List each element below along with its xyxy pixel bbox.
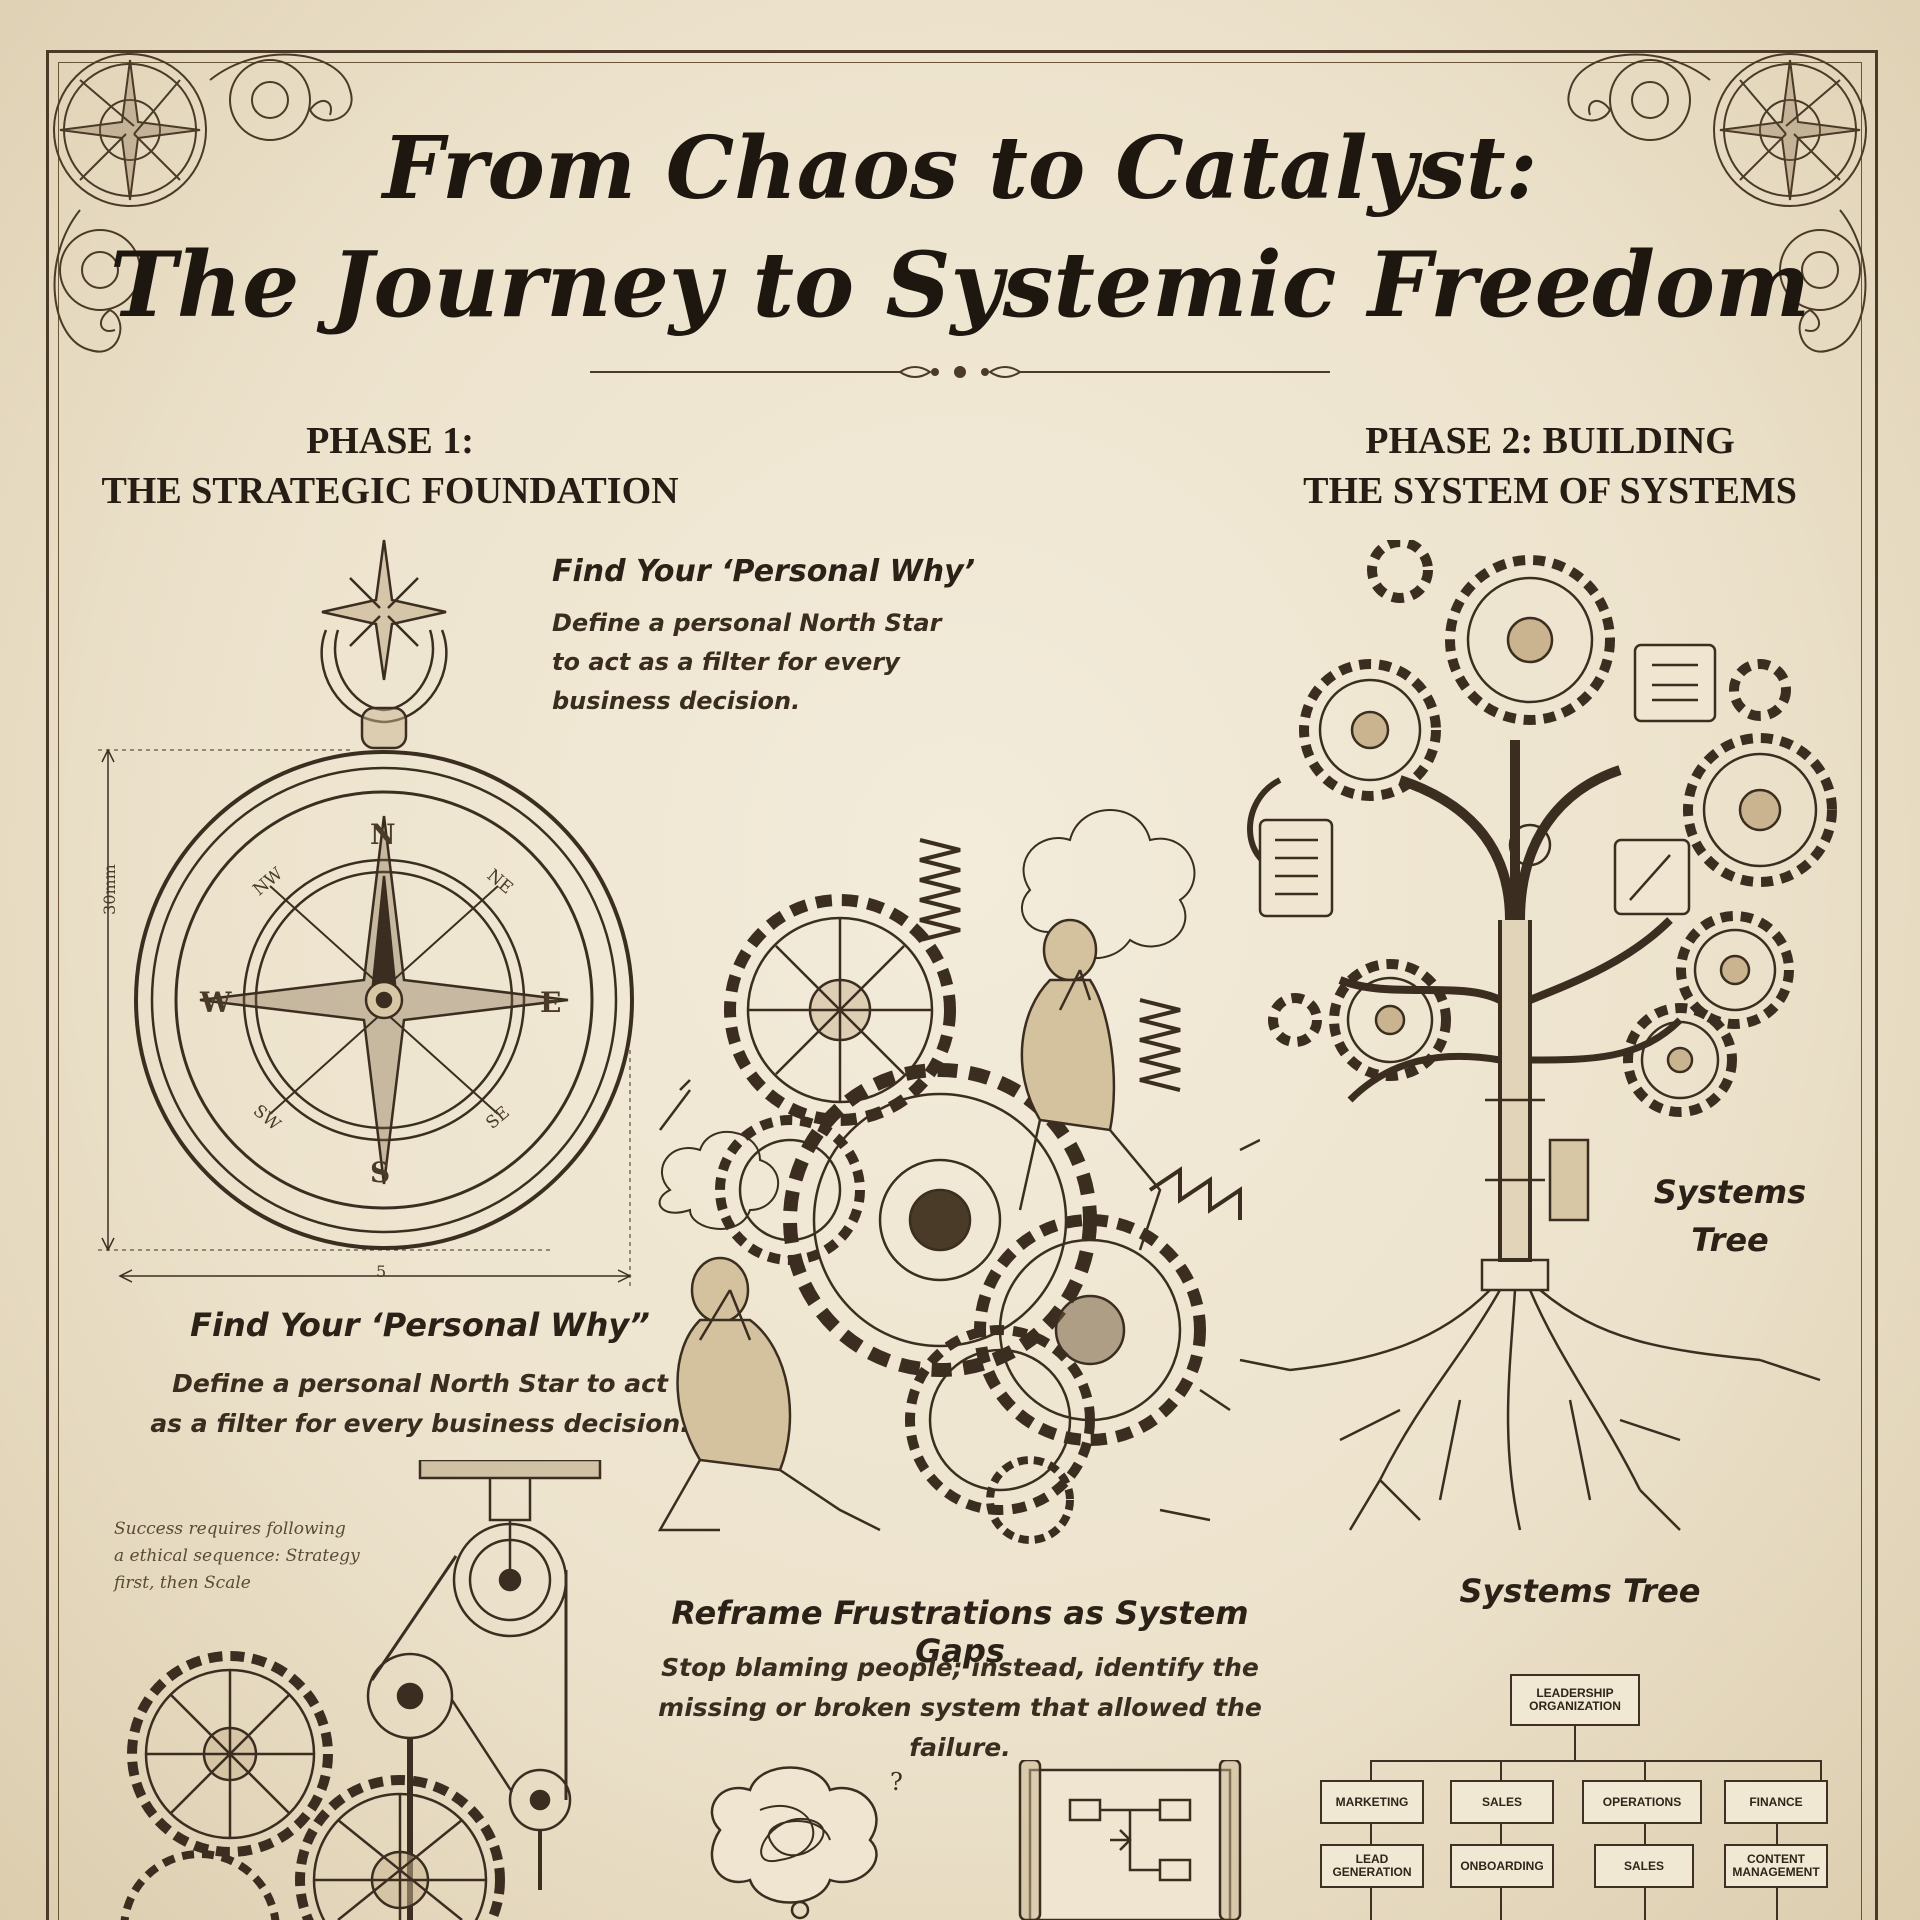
org-chart-connector bbox=[1820, 1760, 1822, 1780]
page-title-line2: The Journey to Systemic Freedom bbox=[109, 232, 1811, 338]
reframe-body: Stop blaming people; instead, identify t… bbox=[630, 1648, 1290, 1768]
compass-west-label: W bbox=[200, 986, 232, 1019]
compass-south-label: S bbox=[370, 1156, 391, 1189]
org-chart: LEADERSHIP ORGANIZATION MARKETING SALES … bbox=[1320, 1660, 1840, 1920]
org-chart-connector bbox=[1500, 1888, 1502, 1920]
org-chart-connector bbox=[1644, 1824, 1646, 1844]
inner-frame bbox=[58, 62, 1862, 1920]
svg-text:?: ? bbox=[890, 1768, 903, 1796]
why-top-line: Define a personal North Star bbox=[552, 609, 942, 637]
systems-tree-label-line2: Tree bbox=[1691, 1221, 1769, 1259]
org-chart-connector bbox=[1500, 1824, 1502, 1844]
org-chart-connector bbox=[1644, 1760, 1646, 1780]
phase2-heading-line2: THE SYSTEM OF SYSTEMS bbox=[1303, 470, 1797, 512]
why-top-line: business decision. bbox=[552, 687, 801, 715]
handwritten-note: Success requires following a ethical seq… bbox=[114, 1516, 394, 1597]
handwritten-note-line: a ethical sequence: Strategy bbox=[114, 1546, 360, 1566]
compass-dimension-side: 30mm bbox=[99, 864, 119, 915]
why-bottom-line: Define a personal North Star to act bbox=[172, 1369, 668, 1398]
why-top-body: Define a personal North Star to act as a… bbox=[552, 604, 952, 721]
org-chart-subteam: ONBOARDING bbox=[1450, 1844, 1554, 1888]
phase2-heading-line1: PHASE 2: BUILDING bbox=[1365, 420, 1735, 462]
reframe-line: missing or broken system that allowed th… bbox=[658, 1693, 1262, 1762]
phase1-heading-line2: THE STRATEGIC FOUNDATION bbox=[101, 470, 679, 512]
org-chart-department: OPERATIONS bbox=[1582, 1780, 1702, 1824]
corner-ornament-left bbox=[53, 53, 353, 353]
title-divider bbox=[590, 366, 1330, 378]
compass-dimension-bottom: 5 bbox=[376, 1262, 387, 1281]
why-top-title: Find Your ‘Personal Why’ bbox=[552, 554, 976, 589]
why-top-line: to act as a filter for every bbox=[552, 648, 900, 676]
compass-illustration bbox=[98, 539, 634, 1290]
org-chart-subteam: SALES bbox=[1594, 1844, 1694, 1888]
systems-tree-illustration bbox=[1239, 540, 1837, 1531]
systems-tree-label: Systems Tree bbox=[1640, 1168, 1820, 1264]
org-chart-department: MARKETING bbox=[1320, 1780, 1424, 1824]
org-chart-connector bbox=[1500, 1760, 1502, 1780]
org-chart-department: SALES bbox=[1450, 1780, 1554, 1824]
handwritten-note-line: Success requires following bbox=[114, 1519, 346, 1539]
systems-tree-caption: Systems Tree bbox=[1459, 1572, 1701, 1610]
org-chart-connector bbox=[1776, 1888, 1778, 1920]
pulley-gears-illustration bbox=[120, 1460, 602, 1920]
org-chart-connector bbox=[1776, 1824, 1778, 1844]
outer-frame bbox=[46, 50, 1878, 1920]
org-chart-connector bbox=[1370, 1760, 1372, 1780]
why-bottom-line: as a filter for every business decision. bbox=[150, 1409, 690, 1438]
blueprint-scroll-illustration bbox=[1018, 1760, 1242, 1920]
corner-ornament-right bbox=[1567, 53, 1867, 353]
handwritten-note-line: first, then Scale bbox=[114, 1573, 251, 1593]
chaos-gears-illustration bbox=[657, 809, 1260, 1544]
org-chart-connector bbox=[1370, 1824, 1372, 1844]
org-chart-subteam: LEAD GENERATION bbox=[1320, 1844, 1424, 1888]
phase2-heading: PHASE 2: BUILDING THE SYSTEM OF SYSTEMS bbox=[1260, 416, 1840, 516]
page-title-line1: From Chaos to Catalyst: bbox=[382, 118, 1538, 219]
org-chart-subteam: CONTENT MANAGEMENT bbox=[1724, 1844, 1828, 1888]
phase1-heading: PHASE 1: THE STRATEGIC FOUNDATION bbox=[80, 416, 700, 516]
compass-north-label: N bbox=[370, 818, 396, 851]
reframe-line: Stop blaming people; instead, identify t… bbox=[661, 1653, 1259, 1682]
org-chart-connector bbox=[1370, 1760, 1822, 1762]
org-chart-root: LEADERSHIP ORGANIZATION bbox=[1510, 1674, 1640, 1726]
org-chart-connector bbox=[1574, 1726, 1576, 1760]
why-bottom-body: Define a personal North Star to act as a… bbox=[100, 1364, 740, 1444]
why-bottom-title: Find Your ‘Personal Why” bbox=[190, 1306, 650, 1344]
compass-east-label: E bbox=[540, 986, 562, 1019]
phase1-heading-line1: PHASE 1: bbox=[306, 420, 474, 462]
reframe-title: Reframe Frustrations as System Gaps bbox=[671, 1594, 1249, 1670]
org-chart-connector bbox=[1370, 1888, 1372, 1920]
systems-tree-label-line1: Systems bbox=[1653, 1173, 1807, 1211]
org-chart-department: FINANCE bbox=[1724, 1780, 1828, 1824]
org-chart-connector bbox=[1644, 1888, 1646, 1920]
tangled-cloud-illustration: ? bbox=[710, 1766, 903, 1920]
